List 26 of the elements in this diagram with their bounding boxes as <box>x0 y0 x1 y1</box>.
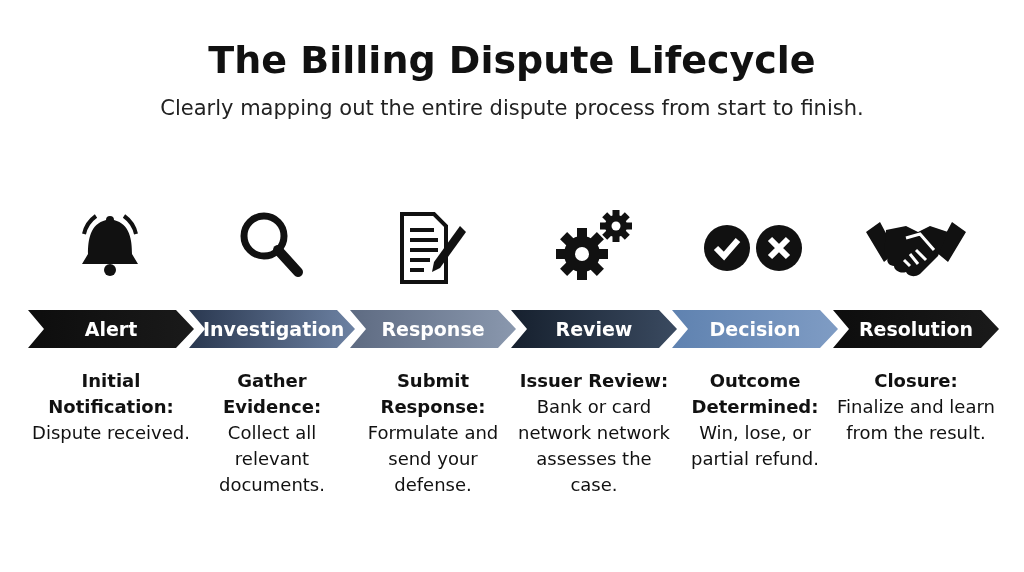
step-description: Bank or card network network assesses the case. <box>517 395 671 497</box>
step-label: Investigation <box>203 317 341 342</box>
step-heading: Gather Evidence: <box>221 369 323 419</box>
step-heading: Closure: <box>873 369 959 393</box>
step-description: Win, lose, or partial refund. <box>689 421 821 471</box>
step-heading: Initial Notification: <box>47 369 175 419</box>
chevron-step <box>511 310 677 348</box>
chevron-step <box>189 310 355 348</box>
step-description: Collect all relevant documents. <box>218 421 326 497</box>
chevron-step <box>672 310 838 348</box>
step-description: Finalize and learn from the result. <box>836 395 996 445</box>
step-heading: Outcome Determined: <box>690 369 820 419</box>
step-heading: Submit Response: <box>379 369 487 419</box>
chevron-step <box>28 310 194 348</box>
step-label: Review <box>554 317 634 342</box>
step-label: Decision <box>708 317 802 342</box>
step-label: Response <box>380 317 486 342</box>
subtitle: Clearly mapping out the entire dispute process from start to finish. <box>159 96 865 120</box>
step-label: Alert <box>83 317 139 342</box>
chevron-step <box>833 310 999 348</box>
step-heading: Issuer Review: <box>518 369 670 393</box>
step-description: Dispute received. <box>31 421 191 445</box>
title: The Billing Dispute Lifecycle <box>207 38 817 82</box>
step-label: Resolution <box>857 317 975 342</box>
step-description: Formulate and send your defense. <box>366 421 500 497</box>
chevron-step <box>350 310 516 348</box>
